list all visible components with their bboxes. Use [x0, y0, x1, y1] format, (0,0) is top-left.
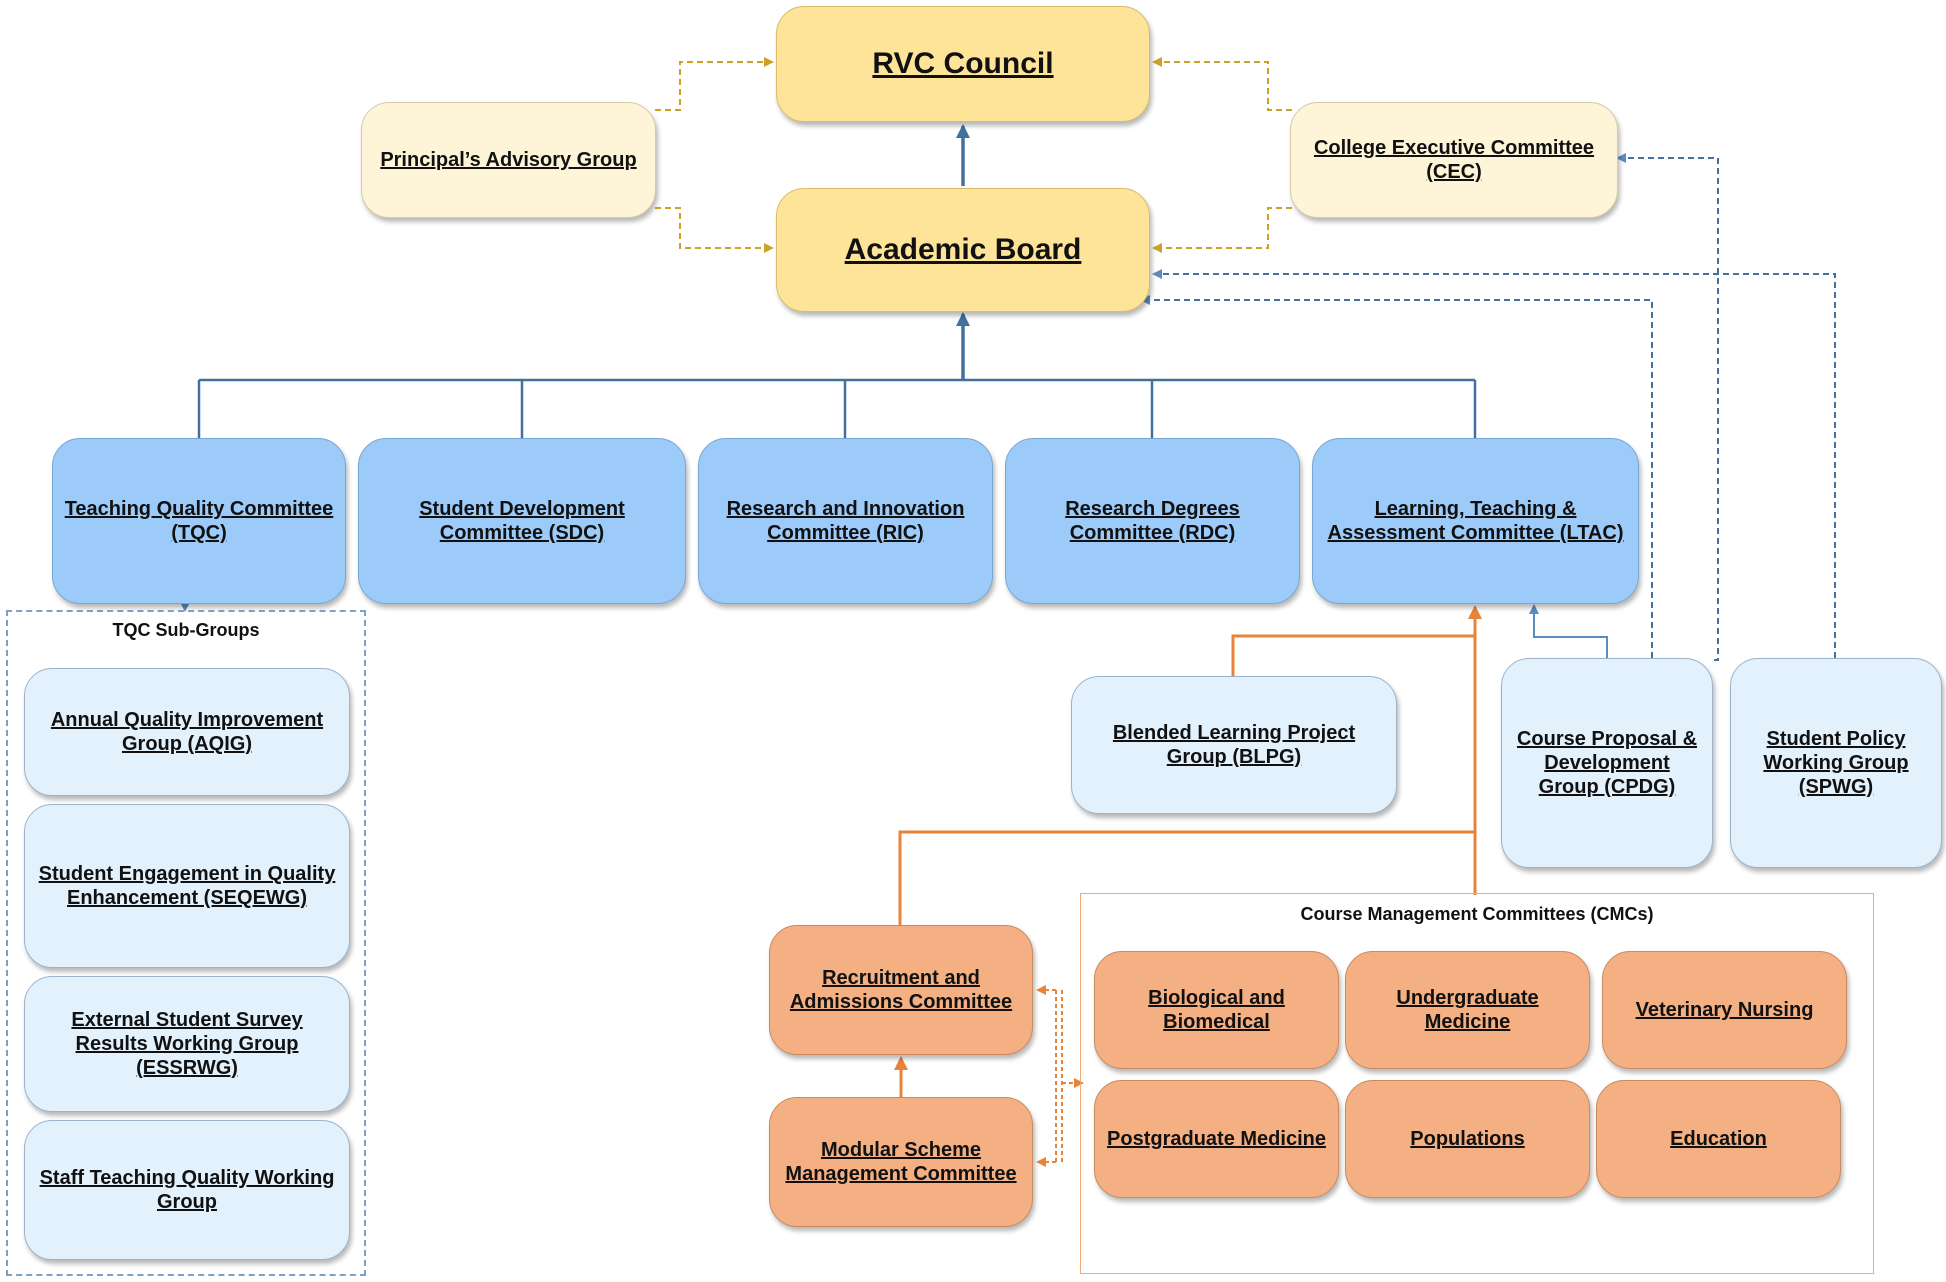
sdc-box[interactable]: Student Development Committee (SDC) [358, 438, 686, 604]
cmc-populations-box[interactable]: Populations [1345, 1080, 1590, 1198]
recruitment-admissions-box[interactable]: Recruitment and Admissions Committee [769, 925, 1033, 1055]
cpdg-box[interactable]: Course Proposal & Development Group (CPD… [1501, 658, 1713, 868]
tqc-box[interactable]: Teaching Quality Committee (TQC) [52, 438, 346, 604]
rdc-box[interactable]: Research Degrees Committee (RDC) [1005, 438, 1300, 604]
staff-teaching-quality-box[interactable]: Staff Teaching Quality Working Group [24, 1120, 350, 1260]
essrwg-box[interactable]: External Student Survey Results Working … [24, 976, 350, 1112]
cmc-postgraduate-medicine-box[interactable]: Postgraduate Medicine [1094, 1080, 1339, 1198]
aqig-box[interactable]: Annual Quality Improvement Group (AQIG) [24, 668, 350, 796]
cmc-education-box[interactable]: Education [1596, 1080, 1841, 1198]
cmc-title: Course Management Committees (CMCs) [1300, 904, 1654, 924]
college-executive-committee-box[interactable]: College Executive Committee (CEC) [1290, 102, 1618, 218]
blpg-box[interactable]: Blended Learning Project Group (BLPG) [1071, 676, 1397, 814]
cmc-undergraduate-medicine-box[interactable]: Undergraduate Medicine [1345, 951, 1590, 1069]
spwg-box[interactable]: Student Policy Working Group (SPWG) [1730, 658, 1942, 868]
cmc-frame [1080, 893, 1874, 1274]
modular-scheme-box[interactable]: Modular Scheme Management Committee [769, 1097, 1033, 1227]
pag-links [655, 57, 774, 253]
committee-tree [197, 378, 1477, 438]
cec-links [1152, 57, 1292, 253]
cmc-veterinary-nursing-box[interactable]: Veterinary Nursing [1602, 951, 1847, 1069]
principals-advisory-group-box[interactable]: Principal’s Advisory Group [361, 102, 656, 218]
seqewg-box[interactable]: Student Engagement in Quality Enhancemen… [24, 804, 350, 968]
cpdg-to-ltac [1529, 604, 1608, 658]
cmc-dashed-links [1036, 985, 1084, 1167]
tqc-subgroups-title: TQC Sub-Groups [112, 620, 260, 640]
academic-board-box[interactable]: Academic Board [776, 188, 1150, 312]
tqc-subgroups-frame [6, 610, 366, 1276]
rvc-council-box[interactable]: RVC Council [776, 6, 1150, 122]
ric-box[interactable]: Research and Innovation Committee (RIC) [698, 438, 993, 604]
ltac-box[interactable]: Learning, Teaching & Assessment Committe… [1312, 438, 1639, 604]
cmc-biological-biomedical-box[interactable]: Biological and Biomedical [1094, 951, 1339, 1069]
